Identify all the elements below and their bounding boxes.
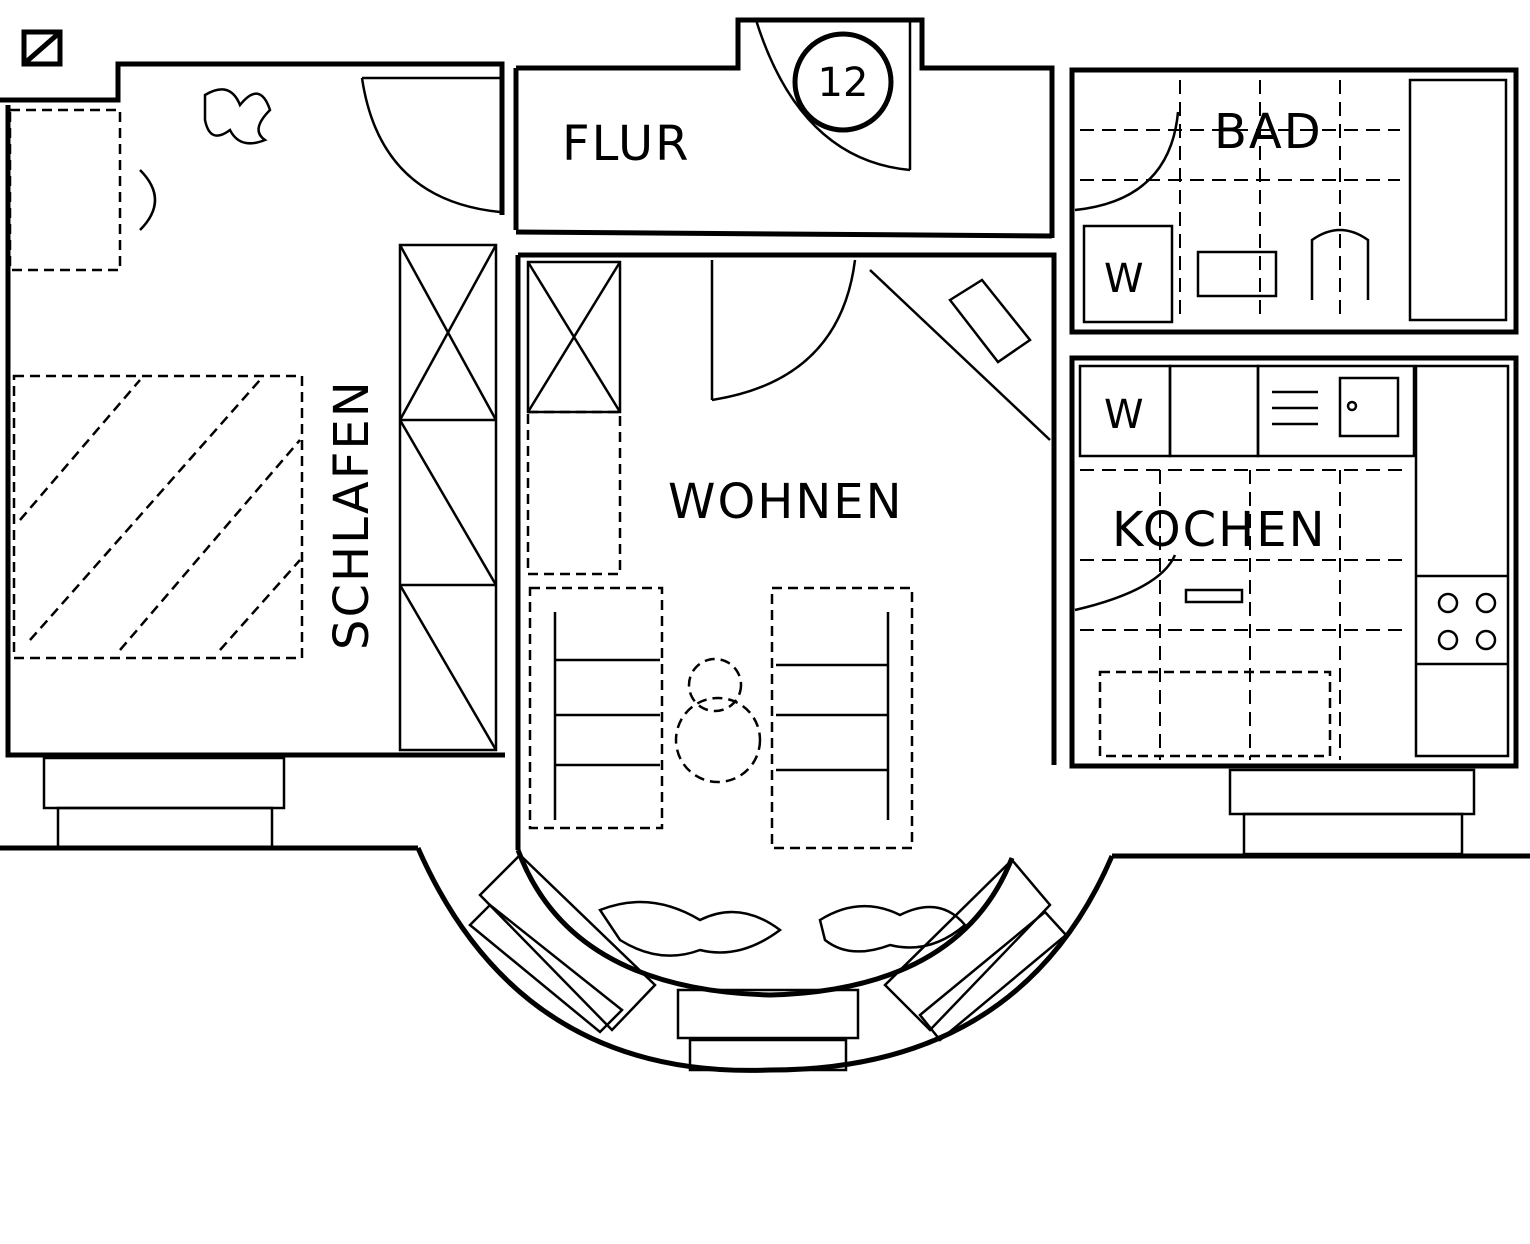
kitchen-fixtures xyxy=(1078,364,1510,760)
bathroom-fixtures xyxy=(1080,78,1508,324)
bedroom-furniture xyxy=(8,108,498,752)
windows xyxy=(42,756,1476,856)
room-label-schlafen: SCHLAFEN xyxy=(324,379,380,650)
stove-burner-icon xyxy=(1475,629,1497,651)
room-label-wohnen: WOHNEN xyxy=(668,474,903,530)
room-label-bad: BAD xyxy=(1214,104,1323,160)
room-label-flur: FLUR xyxy=(562,116,690,172)
kitchen-washer-label: W xyxy=(1104,392,1144,438)
square-slash-icon xyxy=(21,29,63,67)
unit-number-circle xyxy=(792,31,894,133)
doors xyxy=(360,19,1180,612)
living-furniture xyxy=(526,260,1051,850)
stove-burner-icon xyxy=(1475,592,1497,614)
stove-burner-icon xyxy=(1437,592,1459,614)
plant-icon xyxy=(598,900,967,957)
unit-number: 12 xyxy=(818,60,869,106)
bay-window xyxy=(415,846,1115,1073)
stove-burner-icon xyxy=(1437,629,1459,651)
bad-washer-label: W xyxy=(1104,256,1144,302)
plant-icon xyxy=(203,88,272,145)
room-label-kochen: KOCHEN xyxy=(1112,502,1326,558)
